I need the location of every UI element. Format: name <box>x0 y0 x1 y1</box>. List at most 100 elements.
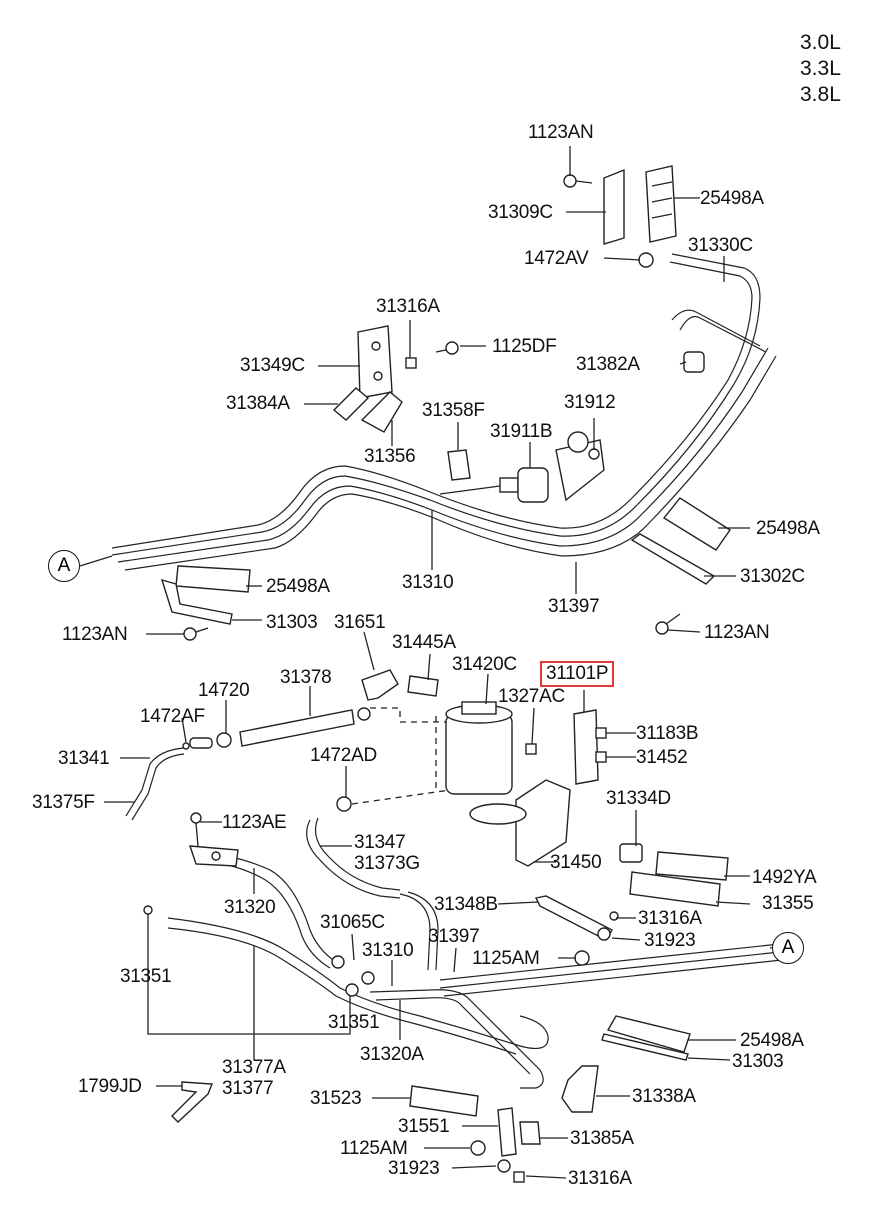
label-31378[interactable]: 31378 <box>280 667 332 688</box>
label-31373G[interactable]: 31373G <box>354 853 420 874</box>
label-1327AC[interactable]: 1327AC <box>498 686 565 707</box>
label-31923-mid[interactable]: 31923 <box>644 930 696 951</box>
canister-31420C <box>445 701 513 795</box>
label-31334D[interactable]: 31334D <box>606 788 671 809</box>
label-31330C[interactable]: 31330C <box>688 235 753 256</box>
label-31183B[interactable]: 31183B <box>636 723 699 744</box>
label-31358F[interactable]: 31358F <box>422 400 485 421</box>
label-31065C[interactable]: 31065C <box>320 912 385 933</box>
bracket-31912 <box>555 431 605 502</box>
label-31382A[interactable]: 31382A <box>576 354 640 375</box>
label-14720[interactable]: 14720 <box>198 680 250 701</box>
label-31310-bot[interactable]: 31310 <box>362 940 414 961</box>
label-31341[interactable]: 31341 <box>58 748 110 769</box>
bracket-31450 <box>469 779 571 867</box>
nut-31316A-bot <box>513 1171 525 1183</box>
label-31384A[interactable]: 31384A <box>226 393 290 414</box>
label-31923-bot[interactable]: 31923 <box>388 1158 440 1179</box>
label-1472AV[interactable]: 1472AV <box>524 248 589 269</box>
clip-31334D <box>619 843 643 863</box>
label-1472AF[interactable]: 1472AF <box>140 706 205 727</box>
hose-31445A <box>407 675 439 697</box>
label-31316A-bot[interactable]: 31316A <box>568 1168 632 1189</box>
dashed-connectors <box>351 707 451 805</box>
nut-1327AC <box>525 743 537 755</box>
label-25498A-right[interactable]: 25498A <box>756 518 820 539</box>
label-1125DF[interactable]: 1125DF <box>492 336 557 357</box>
label-1123AN-top[interactable]: 1123AN <box>528 122 594 143</box>
label-1125AM-bot[interactable]: 1125AM <box>340 1138 408 1159</box>
clip-1472AF <box>182 742 190 750</box>
label-31551[interactable]: 31551 <box>398 1116 450 1137</box>
label-25498A-bot[interactable]: 25498A <box>740 1030 804 1051</box>
label-31420C[interactable]: 31420C <box>452 654 517 675</box>
label-31316A-top[interactable]: 31316A <box>376 296 440 317</box>
label-31355[interactable]: 31355 <box>762 893 814 914</box>
label-31445A[interactable]: 31445A <box>392 632 456 653</box>
hose-14720 <box>189 732 232 749</box>
label-31303-top[interactable]: 31303 <box>266 612 318 633</box>
label-31316A-mid[interactable]: 31316A <box>638 908 702 929</box>
engine-variant-1: 3.0L <box>800 31 841 54</box>
clip-31183B <box>595 727 607 739</box>
label-31452[interactable]: 31452 <box>636 747 688 768</box>
label-31911B[interactable]: 31911B <box>490 421 553 442</box>
label-25498A-left[interactable]: 25498A <box>266 576 330 597</box>
clamp-31384A <box>332 387 370 421</box>
bracket-31303-top <box>160 578 233 625</box>
bolt-1125DF <box>435 341 459 355</box>
label-25498A-top[interactable]: 25498A <box>700 188 764 209</box>
label-31912[interactable]: 31912 <box>564 392 616 413</box>
label-31302C[interactable]: 31302C <box>740 566 805 587</box>
label-31320A[interactable]: 31320A <box>360 1044 424 1065</box>
bracket-31338A <box>561 1065 599 1113</box>
strap-1799JD <box>171 1081 214 1123</box>
label-31375F[interactable]: 31375F <box>32 792 95 813</box>
lower-tube-bundle <box>167 817 783 1089</box>
label-31348B[interactable]: 31348B <box>434 894 498 915</box>
label-31320[interactable]: 31320 <box>224 897 276 918</box>
label-31385A[interactable]: 31385A <box>570 1128 634 1149</box>
label-31303-bot[interactable]: 31303 <box>732 1051 784 1072</box>
clamp-25498A-left <box>175 565 251 593</box>
engine-variant-2: 3.3L <box>800 57 841 80</box>
bracket-31356 <box>360 391 403 433</box>
label-1472AD[interactable]: 1472AD <box>310 745 377 766</box>
label-31356[interactable]: 31356 <box>364 446 416 467</box>
label-31351-left[interactable]: 31351 <box>120 966 172 987</box>
label-31310-top[interactable]: 31310 <box>402 572 454 593</box>
label-1125AM-mid[interactable]: 1125AM <box>472 948 540 969</box>
label-1492YA[interactable]: 1492YA <box>752 867 817 888</box>
label-31338A[interactable]: 31338A <box>632 1086 696 1107</box>
clamp-1492YA <box>655 851 729 881</box>
tube-31341 <box>125 747 185 821</box>
label-31450[interactable]: 31450 <box>550 852 602 873</box>
label-1799JD[interactable]: 1799JD <box>78 1076 142 1097</box>
clamp-25498A-bot <box>606 1015 691 1053</box>
label-31377[interactable]: 31377 <box>222 1078 274 1099</box>
label-31347[interactable]: 31347 <box>354 832 406 853</box>
clip-31351 <box>143 905 359 1035</box>
hose-31378 <box>239 707 371 747</box>
bolt-1125AM-bot <box>470 1140 486 1156</box>
clamp-31523 <box>409 1085 479 1117</box>
bracket-31349C <box>357 325 393 399</box>
label-31523[interactable]: 31523 <box>310 1088 362 1109</box>
bracket-31303-bot <box>601 1033 689 1061</box>
label-1123AN-right[interactable]: 1123AN <box>704 622 770 643</box>
label-31651[interactable]: 31651 <box>334 612 386 633</box>
label-1123AE[interactable]: 1123AE <box>222 812 287 833</box>
label-31349C[interactable]: 31349C <box>240 355 305 376</box>
callout-a-upper: A <box>48 550 80 582</box>
bolt-1123AN-right <box>655 613 681 635</box>
label-31309C[interactable]: 31309C <box>488 202 553 223</box>
label-31397-top[interactable]: 31397 <box>548 596 600 617</box>
valve-31911B <box>439 467 549 503</box>
label-31101P[interactable]: 31101P <box>539 661 615 687</box>
clip-31065C <box>331 955 375 985</box>
label-1123AN-left[interactable]: 1123AN <box>62 624 128 645</box>
label-31351-bot[interactable]: 31351 <box>328 1012 380 1033</box>
label-31377A[interactable]: 31377A <box>222 1057 286 1078</box>
label-31397-bot[interactable]: 31397 <box>428 926 480 947</box>
